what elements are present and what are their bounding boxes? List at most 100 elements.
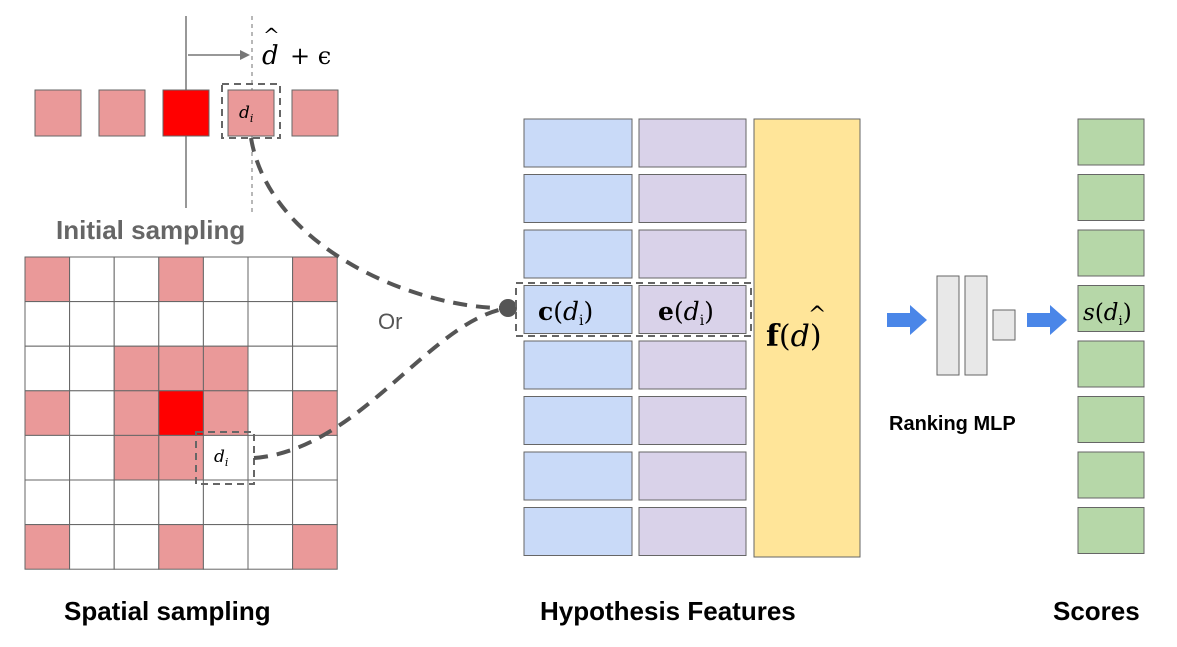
- grid-cell-1-6: [292, 301, 338, 347]
- grid-cell-5-1: [69, 479, 115, 526]
- grid-cell-4-6: [292, 434, 338, 481]
- grid-cell-1-0: [24, 301, 71, 347]
- s-di-label: s(di): [1083, 300, 1132, 329]
- grid-cell-6-2: [113, 524, 160, 570]
- score-cell-2: [1077, 229, 1145, 277]
- color-feature-4: [523, 340, 633, 390]
- embedding-feature-1: [638, 174, 747, 223]
- selected-sample-outline: [221, 83, 281, 139]
- grid-cell-5-3: [158, 479, 204, 526]
- d-hat-caret: ^: [263, 23, 280, 47]
- spatial-sampling-panel: di Spatial sampling: [24, 256, 338, 626]
- plus-epsilon: + ϵ: [290, 42, 331, 70]
- mlp-layer-2: [964, 275, 988, 376]
- d-hat-symbol: d: [262, 41, 279, 71]
- grid-cell-0-1: [69, 256, 115, 303]
- grid-cell-0-5: [247, 256, 294, 303]
- grid-cell-5-2: [113, 479, 160, 526]
- grid-cell-1-4: [202, 301, 249, 347]
- grid-cell-6-6: [292, 524, 338, 570]
- di-label-top: di: [239, 103, 253, 125]
- color-feature-7: [523, 507, 633, 556]
- grid-cell-2-6: [292, 345, 338, 392]
- grid-cell-3-5: [247, 390, 294, 436]
- grid-cell-6-5: [247, 524, 294, 570]
- score-cell-0: [1077, 118, 1145, 166]
- hypothesis-features-label: Hypothesis Features: [540, 596, 796, 626]
- grid-cell-5-5: [247, 479, 294, 526]
- grid-cell-0-2: [113, 256, 160, 303]
- grid-cell-3-0: [24, 390, 71, 436]
- grid-cell-3-4: [202, 390, 249, 436]
- or-label: Or: [378, 309, 402, 334]
- f-dhat-caret: ^: [808, 303, 826, 328]
- grid-cell-2-1: [69, 345, 115, 392]
- di-label-grid: di: [214, 447, 228, 469]
- connector-curve-top: [249, 137, 509, 311]
- grid-cell-0-6: [292, 256, 338, 303]
- grid-cell-1-2: [113, 301, 160, 347]
- embedding-feature-6: [638, 451, 747, 501]
- connector-curves: Or: [249, 137, 517, 460]
- initial-sample-1: [98, 89, 146, 137]
- grid-cell-0-3: [158, 256, 204, 303]
- mlp-output-layer: [992, 309, 1016, 341]
- grid-cell-4-1: [69, 434, 115, 481]
- grid-cell-4-2: [113, 434, 160, 481]
- grid-cell-0-4: [202, 256, 249, 303]
- ranking-mlp-label: Ranking MLP: [889, 413, 1016, 435]
- scores-label: Scores: [1053, 596, 1140, 626]
- grid-cell-6-4: [202, 524, 249, 570]
- grid-cell-6-3: [158, 524, 204, 570]
- color-feature-0: [523, 118, 633, 168]
- embedding-feature-3: [638, 285, 747, 334]
- grid-cell-3-3: [158, 390, 204, 436]
- embedding-feature-7: [638, 507, 747, 556]
- hypothesis-features-panel: c(di) e(di) f(d) ^ Hypothesis Features: [515, 118, 861, 626]
- color-feature-6: [523, 451, 633, 501]
- arrow-to-mlp: [887, 305, 927, 335]
- color-feature-5: [523, 396, 633, 445]
- score-cell-3: [1077, 285, 1145, 332]
- grid-cell-2-2: [113, 345, 160, 392]
- initial-sample-4: [291, 89, 339, 137]
- global-feature-bar: [753, 118, 861, 558]
- score-cell-4: [1077, 340, 1145, 388]
- spatial-sampling-label: Spatial sampling: [64, 596, 271, 626]
- score-column: [1077, 118, 1145, 554]
- initial-sample-3: [227, 89, 275, 137]
- score-cell-6: [1077, 451, 1145, 499]
- score-cell-1: [1077, 174, 1145, 221]
- mlp-layer-1: [936, 275, 960, 376]
- grid-cell-4-0: [24, 434, 71, 481]
- initial-sample-0: [34, 89, 82, 137]
- connector-dot: [499, 299, 517, 317]
- grid-cell-5-6: [292, 479, 338, 526]
- embedding-feature-4: [638, 340, 747, 390]
- color-feature-1: [523, 174, 633, 223]
- grid-cell-5-0: [24, 479, 71, 526]
- grid-cell-3-1: [69, 390, 115, 436]
- c-di-label: c(di): [538, 297, 593, 329]
- grid-cell-6-1: [69, 524, 115, 570]
- color-feature-3: [523, 285, 633, 334]
- f-dhat-label: f(d): [766, 319, 822, 354]
- grid-cell-2-0: [24, 345, 71, 392]
- score-cell-7: [1077, 507, 1145, 554]
- initial-sampling-label: Initial sampling: [56, 215, 245, 245]
- offset-arrowhead: [240, 50, 250, 60]
- grid-cell-2-3: [158, 345, 204, 392]
- scores-panel: s(di) Scores: [1053, 118, 1145, 626]
- embedding-feature-2: [638, 229, 747, 279]
- grid-cell-0-0: [24, 256, 71, 303]
- embedding-feature-0: [638, 118, 747, 168]
- initial-sample-row: [34, 89, 339, 137]
- color-feature-2: [523, 229, 633, 279]
- grid-cell-6-0: [24, 524, 71, 570]
- grid-cell-1-1: [69, 301, 115, 347]
- ranking-mlp-panel: Ranking MLP: [887, 275, 1067, 435]
- grid-cell-3-6: [292, 390, 338, 436]
- grid-cell-5-4: [202, 479, 249, 526]
- initial-sampling-panel: di d ^ + ϵ Initial sampling: [34, 16, 339, 245]
- initial-sample-2: [162, 89, 210, 137]
